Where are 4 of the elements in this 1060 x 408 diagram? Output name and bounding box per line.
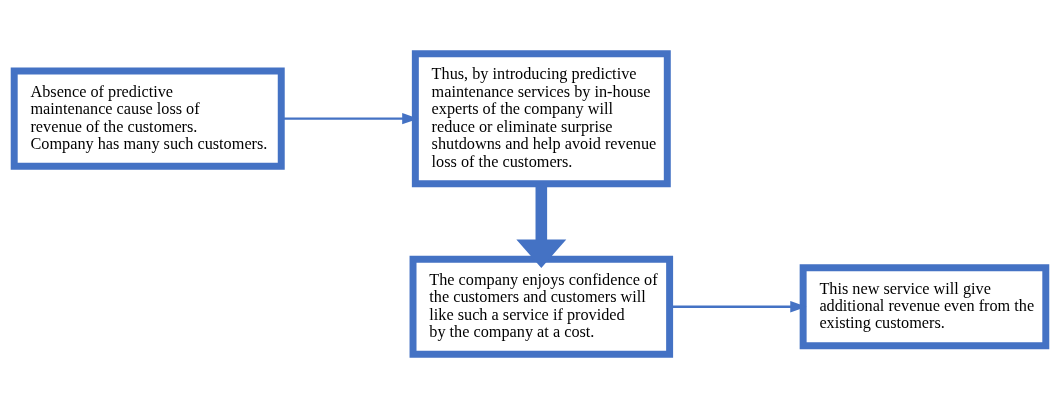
node-box: Absence of predictive maintenance cause loss of revenue of the customers. Company has many such customers. bbox=[10, 67, 285, 170]
node-box: Thus, by introducing predictive maintenance services by in-house experts of the company will reduce or eliminate surprise shutdowns and help avoid revenue loss of the customers. bbox=[411, 50, 671, 188]
node-box: The company enjoys confidence of the customers and customers will like such a service if provided by the company at a cost. bbox=[409, 255, 674, 358]
node-box: This new service will give additional revenue even from the existing customers. bbox=[799, 264, 1050, 350]
